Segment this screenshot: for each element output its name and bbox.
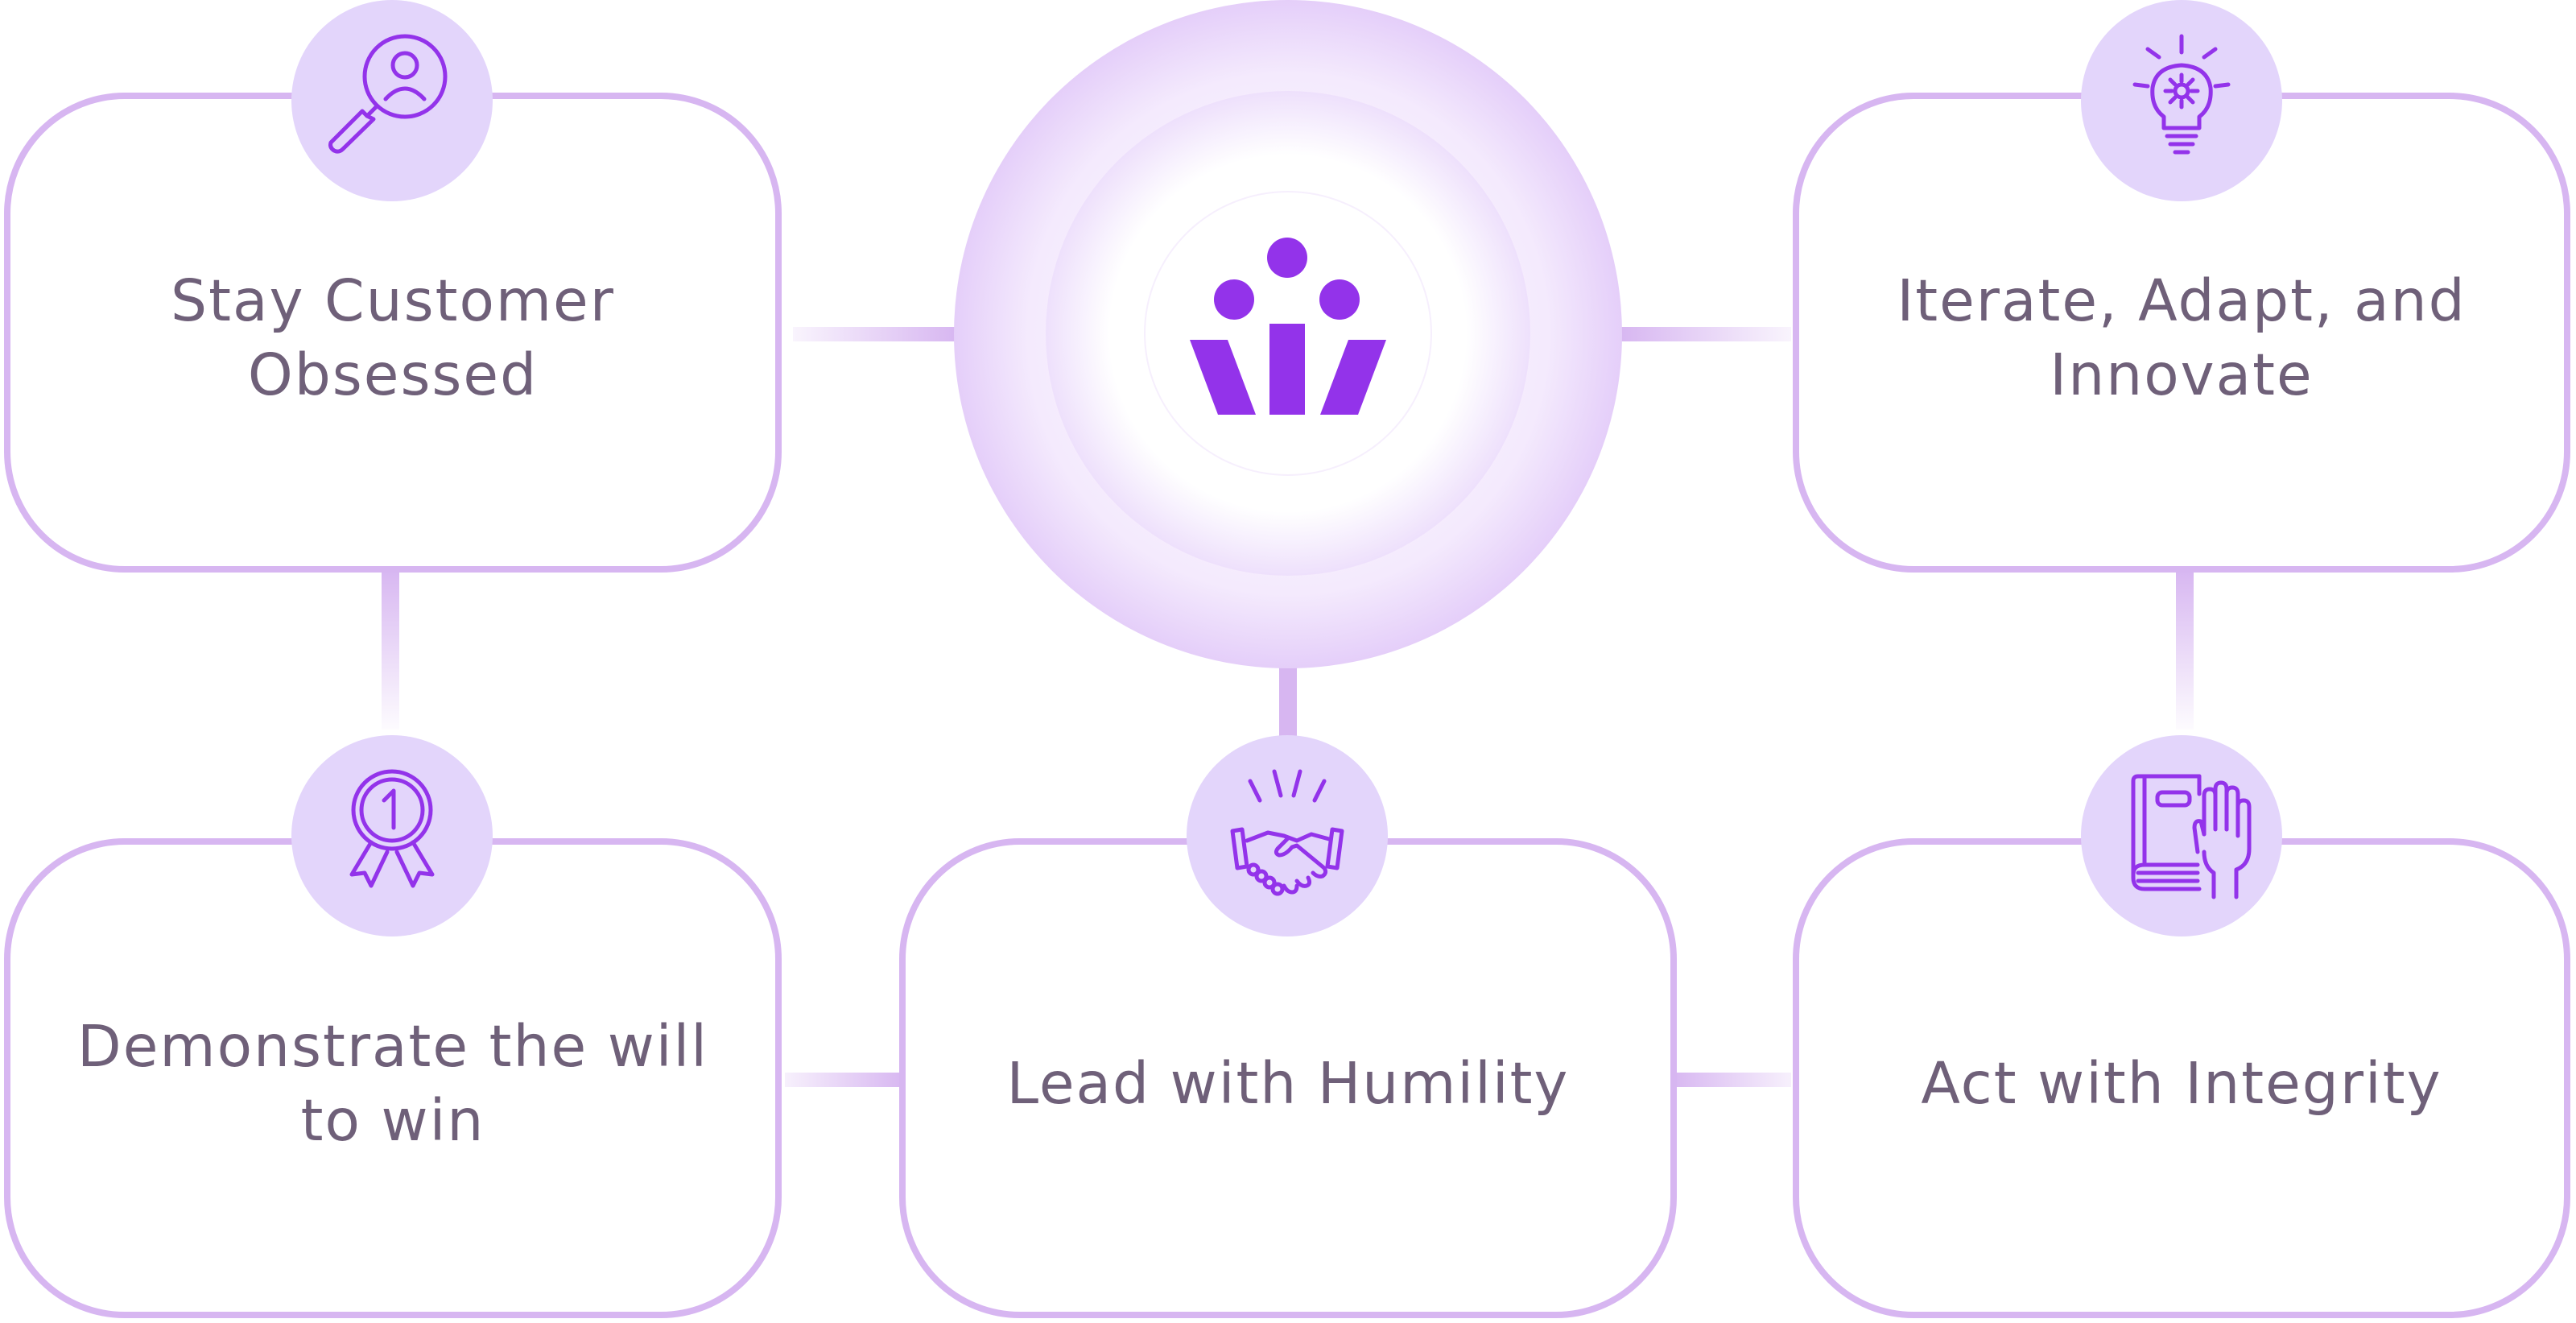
connector-customer-center	[793, 327, 958, 341]
value-badge-integrity	[2081, 735, 2282, 936]
brand-logo-icon	[1190, 238, 1386, 415]
book-hand-oath-icon	[2131, 774, 2252, 899]
value-label-win: Demonstrate the will to win	[77, 1013, 708, 1154]
lightbulb-gear-icon	[2132, 34, 2231, 155]
value-label-integrity: Act with Integrity	[1921, 1050, 2442, 1117]
connector-win-humility	[785, 1073, 906, 1087]
value-label-customer: Stay Customer Obsessed	[171, 267, 615, 408]
connector-humility-integrity	[1670, 1073, 1791, 1087]
value-badge-win	[291, 735, 493, 936]
connector-innovate-integrity	[2176, 568, 2194, 730]
connector-center-innovate	[1618, 327, 1791, 341]
magnifier-person-icon	[328, 34, 448, 154]
value-badge-innovate	[2081, 0, 2282, 201]
handshake-icon	[1230, 769, 1344, 896]
value-label-humility: Lead with Humility	[1006, 1050, 1570, 1117]
value-badge-humility	[1187, 735, 1388, 936]
value-badge-customer	[291, 0, 493, 201]
connector-center-humility	[1279, 664, 1297, 741]
award-ribbon-icon	[349, 769, 435, 888]
connector-customer-win	[382, 568, 399, 730]
value-label-innovate: Iterate, Adapt, and Innovate	[1897, 267, 2467, 408]
